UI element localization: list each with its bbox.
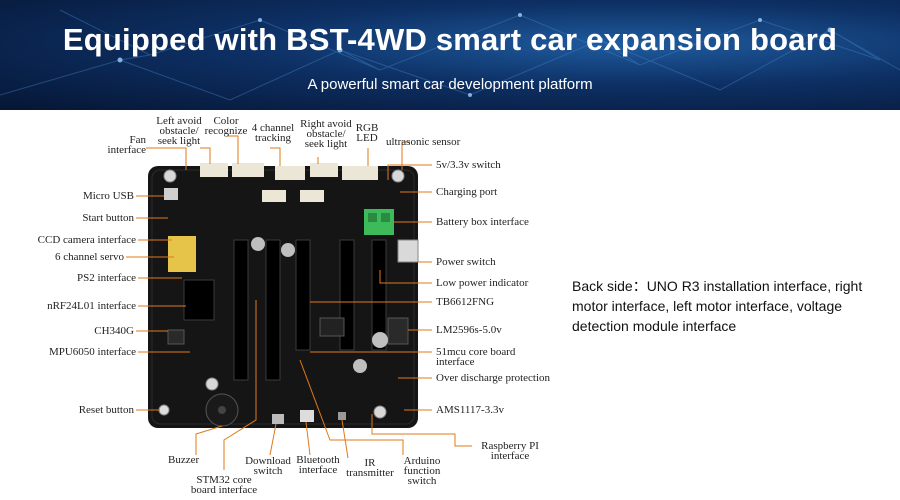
label-start-button: Start button: [82, 212, 134, 224]
label-fan-interface: Fan interface: [107, 134, 146, 156]
label-color-recognize: Color recognize: [204, 115, 248, 137]
label-5v-3v3-switch: 5v/3.3v switch: [436, 159, 501, 171]
label-right-avoid: Right avoid obstacle/ seek light: [300, 118, 352, 150]
label-ps2: PS2 interface: [77, 272, 136, 284]
label-tracking: 4 channel tracking: [251, 122, 295, 144]
label-arduino-switch: Arduino function switch: [403, 455, 441, 487]
label-servo: 6 channel servo: [54, 251, 124, 263]
label-raspberry-pi: Raspberry PI interface: [481, 440, 539, 462]
board-pcb: [148, 166, 418, 428]
label-low-power: Low power indicator: [436, 277, 529, 289]
left-avoid-connector: [200, 163, 228, 177]
page-subtitle: A powerful smart car development platfor…: [307, 76, 593, 93]
label-ccd-camera: CCD camera interface: [37, 234, 136, 246]
header-banner: Equipped with BST-4WD smart car expansio…: [0, 0, 900, 110]
label-reset-button: Reset button: [78, 404, 134, 416]
label-charging-port: Charging port: [436, 186, 498, 198]
label-buzzer: Buzzer: [168, 454, 200, 466]
label-ir-transmitter: IR transmitter: [346, 457, 394, 479]
label-51mcu: 51mcu core board interface: [436, 346, 516, 368]
label-nrf24l01: nRF24L01 interface: [47, 300, 136, 312]
label-lm2596: LM2596s-5.0v: [436, 324, 502, 336]
label-stm32: STM32 core board interface: [190, 474, 258, 496]
label-ch340g: CH340G: [94, 325, 134, 337]
label-rgb-led: RGB LED: [355, 122, 379, 144]
label-bluetooth: Bluetooth interface: [296, 454, 340, 476]
label-ams1117: AMS1117-3.3v: [436, 404, 504, 416]
label-power-switch: Power switch: [436, 256, 496, 268]
label-download-switch: Download switch: [245, 455, 291, 477]
color-connector: [232, 163, 264, 177]
ultrasonic-connector: [342, 166, 378, 180]
label-mpu6050: MPU6050 interface: [48, 346, 136, 358]
micro-usb-port: [164, 188, 178, 200]
label-ultrasonic-sensor: ultrasonic sensor: [386, 136, 461, 148]
label-micro-usb: Micro USB: [82, 190, 134, 202]
servo-headers: [168, 236, 196, 272]
network-background: [0, 9, 900, 101]
label-left-avoid: Left avoid obstacle/ seek light: [156, 115, 202, 147]
right-avoid-connector: [310, 163, 338, 177]
back-side-description: Back side：UNO R3 installation interface,…: [572, 278, 863, 334]
page-title: Equipped with BST-4WD smart car expansio…: [62, 22, 838, 57]
tracking-connector: [275, 166, 305, 180]
label-battery-box: Battery box interface: [436, 216, 529, 228]
leader-lines: [126, 135, 472, 470]
label-over-discharge: Over discharge protection: [436, 372, 551, 384]
board-labels: Fan interface Left avoid obstacle/ seek …: [0, 110, 560, 500]
label-tb6612fng: TB6612FNG: [436, 296, 495, 308]
power-switch-part: [397, 239, 419, 263]
